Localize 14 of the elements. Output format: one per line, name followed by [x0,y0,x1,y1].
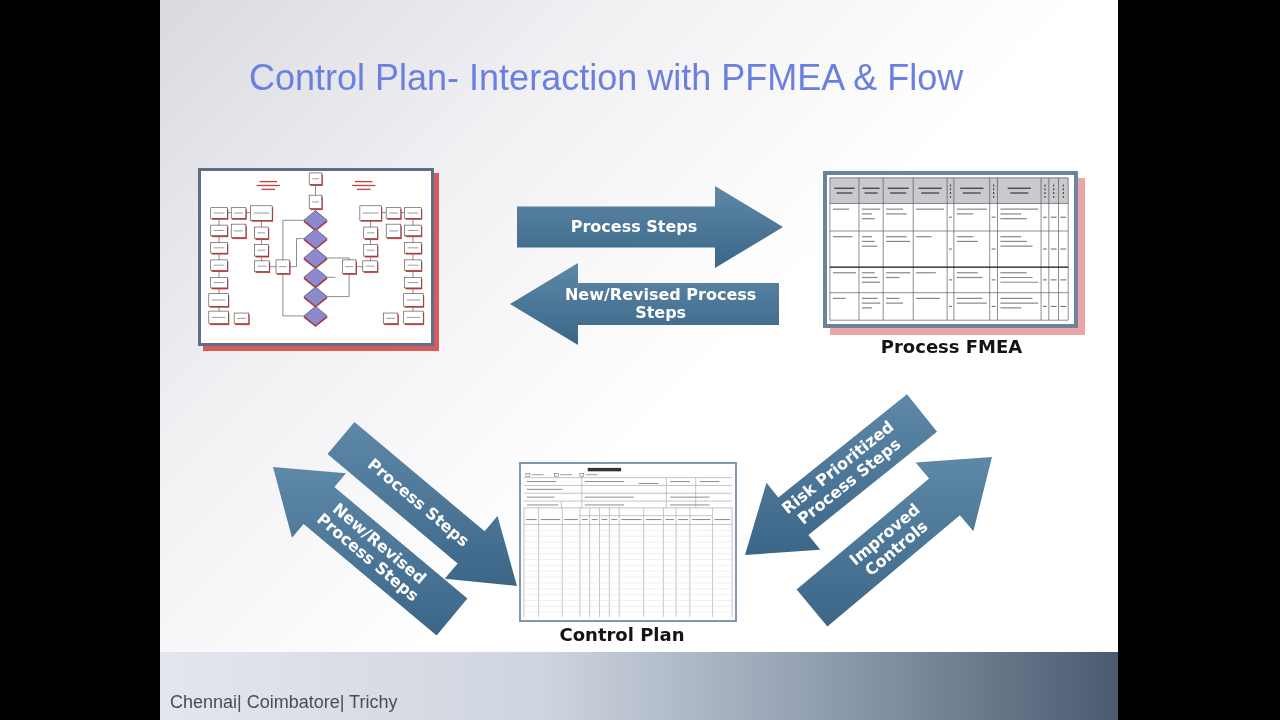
control-plan-form-drawing [519,462,737,622]
figure-caption: Control Plan [559,626,685,644]
block-arrow [327,421,517,586]
slide-title: Control Plan- Interaction with PFMEA & Flow [249,60,964,96]
block-arrow [273,467,468,636]
block-arrow [796,457,992,627]
flowchart-drawing [198,168,439,351]
block-arrow [510,263,779,345]
arrow-label: Process Steps [569,217,699,237]
fmea-table-drawing [823,171,1085,335]
footer-text: Chennai| Coimbatore| Trichy [170,693,398,711]
block-arrow [517,186,783,268]
figure-caption: Process FMEA [880,338,1023,356]
arrow-label: New/Revised Process Steps [563,285,758,323]
